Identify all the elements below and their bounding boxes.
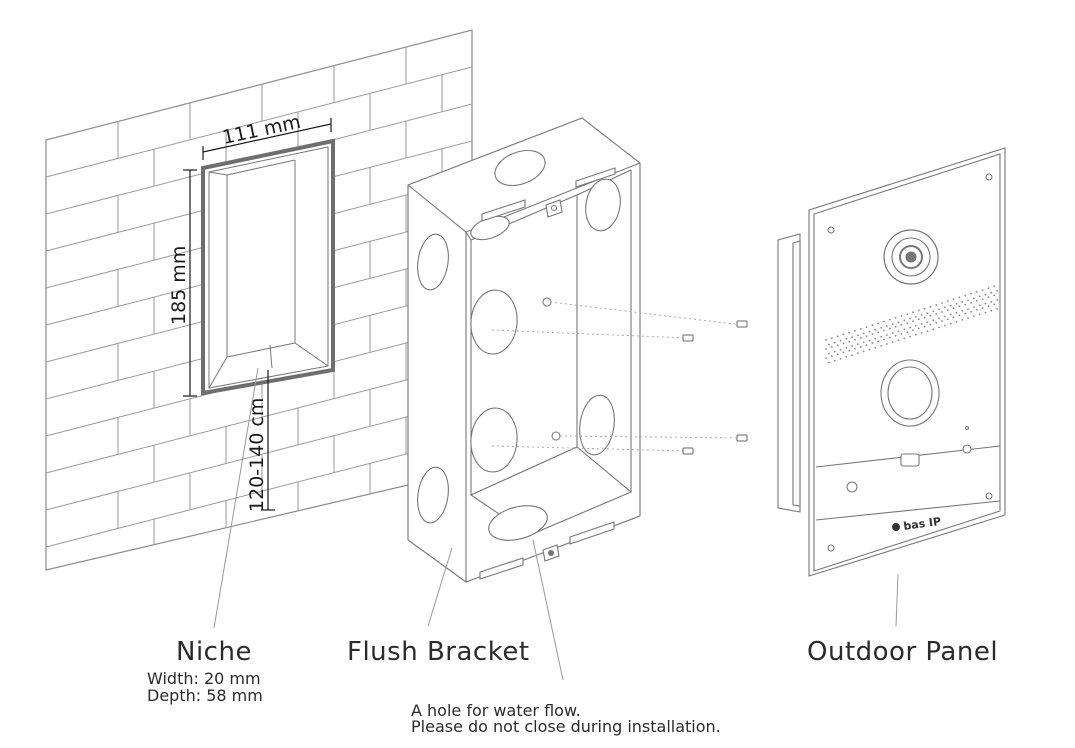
mount-height-dimension: 120-140 cm: [246, 398, 268, 512]
dimension-lines: [183, 118, 332, 511]
speaker-grille: [825, 285, 998, 364]
brand-logo: bas IP: [903, 515, 942, 533]
niche-width: Width: 20 mm: [147, 669, 261, 688]
niche-depth: Depth: 58 mm: [147, 686, 263, 705]
screw-guide-lines: [491, 301, 743, 452]
water-hole-note-line2: Please do not close during installation.: [411, 717, 721, 736]
niche-opening: [201, 138, 335, 396]
niche-label: Niche: [176, 637, 252, 667]
flush-bracket-box: [407, 117, 641, 583]
brand-mark-icon: [892, 523, 900, 531]
leader-lines: [213, 367, 899, 681]
height-dimension: 185 mm: [168, 246, 190, 325]
outdoor-panel: [777, 147, 1006, 577]
screws: [682, 320, 748, 455]
water-hole-note-line1: A hole for water flow.: [411, 701, 581, 720]
flush-bracket-label: Flush Bracket: [347, 637, 530, 667]
outdoor-panel-label: Outdoor Panel: [807, 637, 999, 667]
